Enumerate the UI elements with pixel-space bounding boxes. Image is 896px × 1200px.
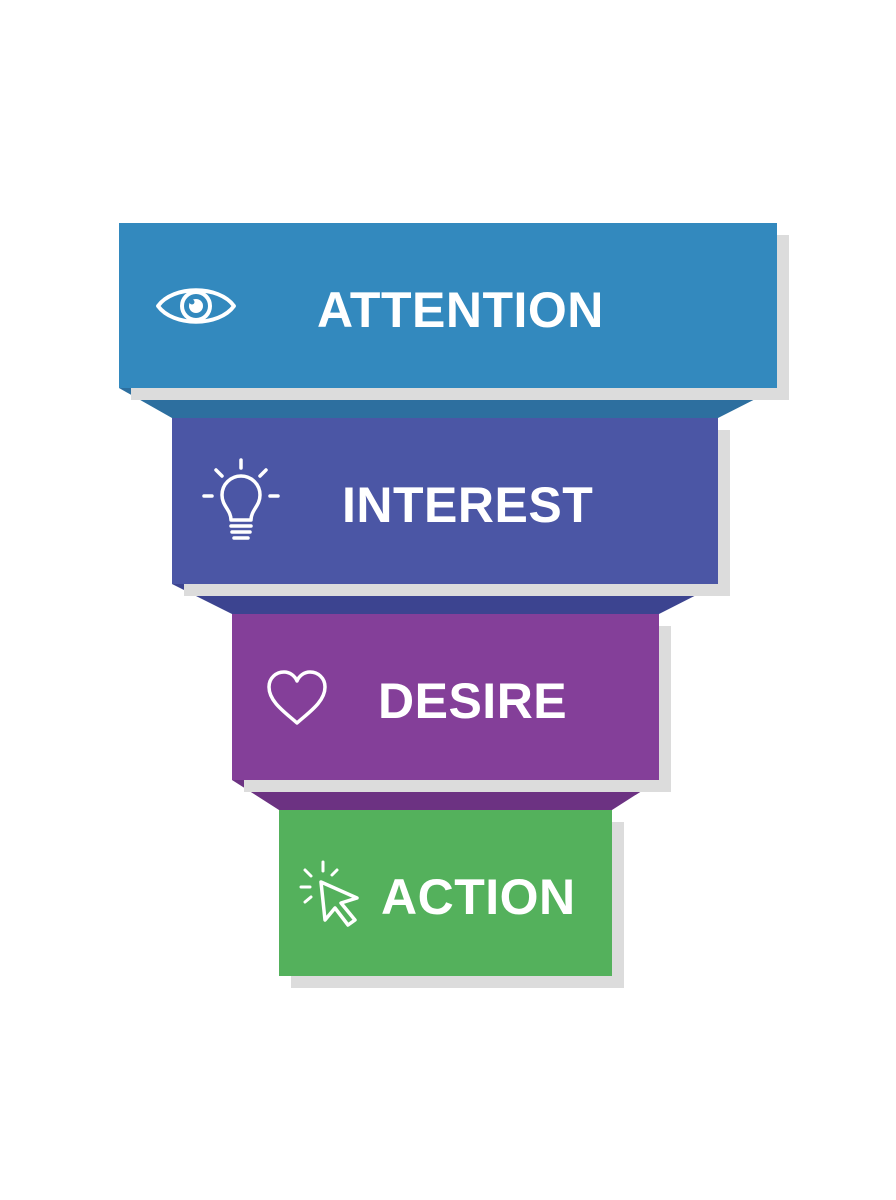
stage-attention-label: ATTENTION [317, 282, 604, 338]
eye-icon [155, 281, 237, 331]
stage-attention-body [119, 223, 777, 388]
lightbulb-icon [202, 458, 280, 546]
stage-desire: DESIRE [232, 614, 671, 792]
stage-action: ACTION [279, 810, 624, 988]
stage-desire-body [232, 614, 659, 780]
stage-interest: INTEREST [172, 418, 730, 596]
heart-icon [266, 669, 328, 727]
stage-interest-body [172, 418, 718, 584]
stage-action-body [279, 810, 612, 976]
cursor-click-icon [299, 858, 367, 930]
stage-attention: ATTENTION [119, 223, 789, 400]
stage-interest-label: INTEREST [342, 477, 594, 533]
stage-desire-label: DESIRE [378, 673, 568, 729]
stage-action-label: ACTION [381, 869, 576, 925]
